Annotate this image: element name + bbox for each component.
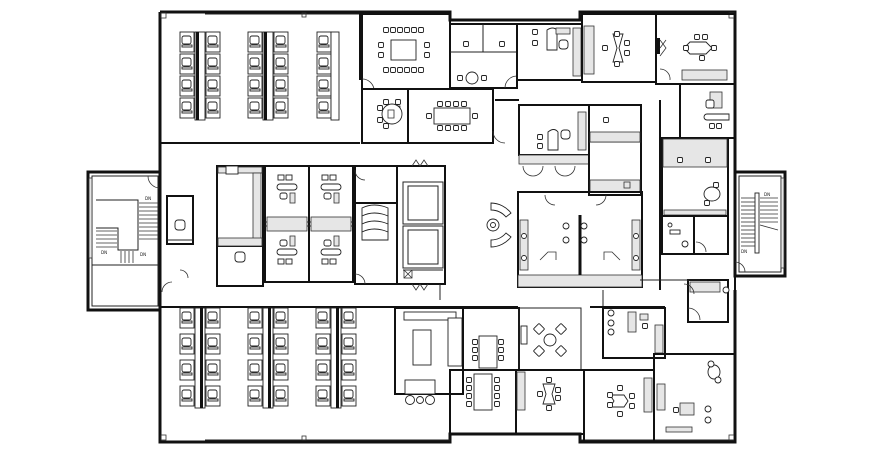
- locker-room: [354, 165, 398, 285]
- meeting-room-south-2: [449, 369, 517, 435]
- pantry-kitchen: [216, 165, 264, 287]
- private-office-7: [515, 369, 585, 435]
- private-office-6: [661, 137, 729, 217]
- meeting-room-round: [361, 88, 409, 144]
- private-office-4: [679, 83, 736, 139]
- east-restroom-2: [687, 279, 730, 323]
- open-office-north: [160, 12, 361, 144]
- cafe-seating: [518, 307, 582, 371]
- meeting-room-rect: [407, 88, 506, 144]
- corner-office-southeast: [583, 369, 655, 443]
- private-office-8: [602, 307, 666, 359]
- east-stairwell: DN DN: [733, 170, 787, 278]
- meeting-room-south-1: [462, 307, 520, 371]
- conference-room-large: [361, 13, 451, 90]
- private-office-2: [581, 13, 657, 83]
- workroom-north: [449, 23, 518, 89]
- interior-walls: [159, 99, 736, 308]
- west-stairwell: DN DN DN: [86, 170, 162, 312]
- private-office-1: [516, 23, 583, 81]
- corner-office-east: [653, 353, 736, 443]
- stair-label-dn: DN: [741, 249, 747, 254]
- restrooms: [517, 191, 643, 288]
- west-core-rooms: [159, 172, 194, 293]
- stair-label-dn: DN: [764, 192, 770, 197]
- stair-label-dn: DN: [140, 252, 146, 257]
- copy-room: [588, 104, 642, 196]
- private-office-3: [655, 13, 736, 85]
- open-office-south: [160, 306, 395, 409]
- elevators: [396, 159, 446, 291]
- lounge: [394, 307, 464, 405]
- east-restroom: [661, 215, 729, 255]
- stair-label-dn: DN: [101, 250, 107, 255]
- private-office-5: [518, 104, 590, 177]
- stair-label-dn: DN: [145, 196, 151, 201]
- focus-rooms: [264, 165, 354, 283]
- reception-lobby: [486, 202, 512, 248]
- building-shell: [158, 10, 737, 444]
